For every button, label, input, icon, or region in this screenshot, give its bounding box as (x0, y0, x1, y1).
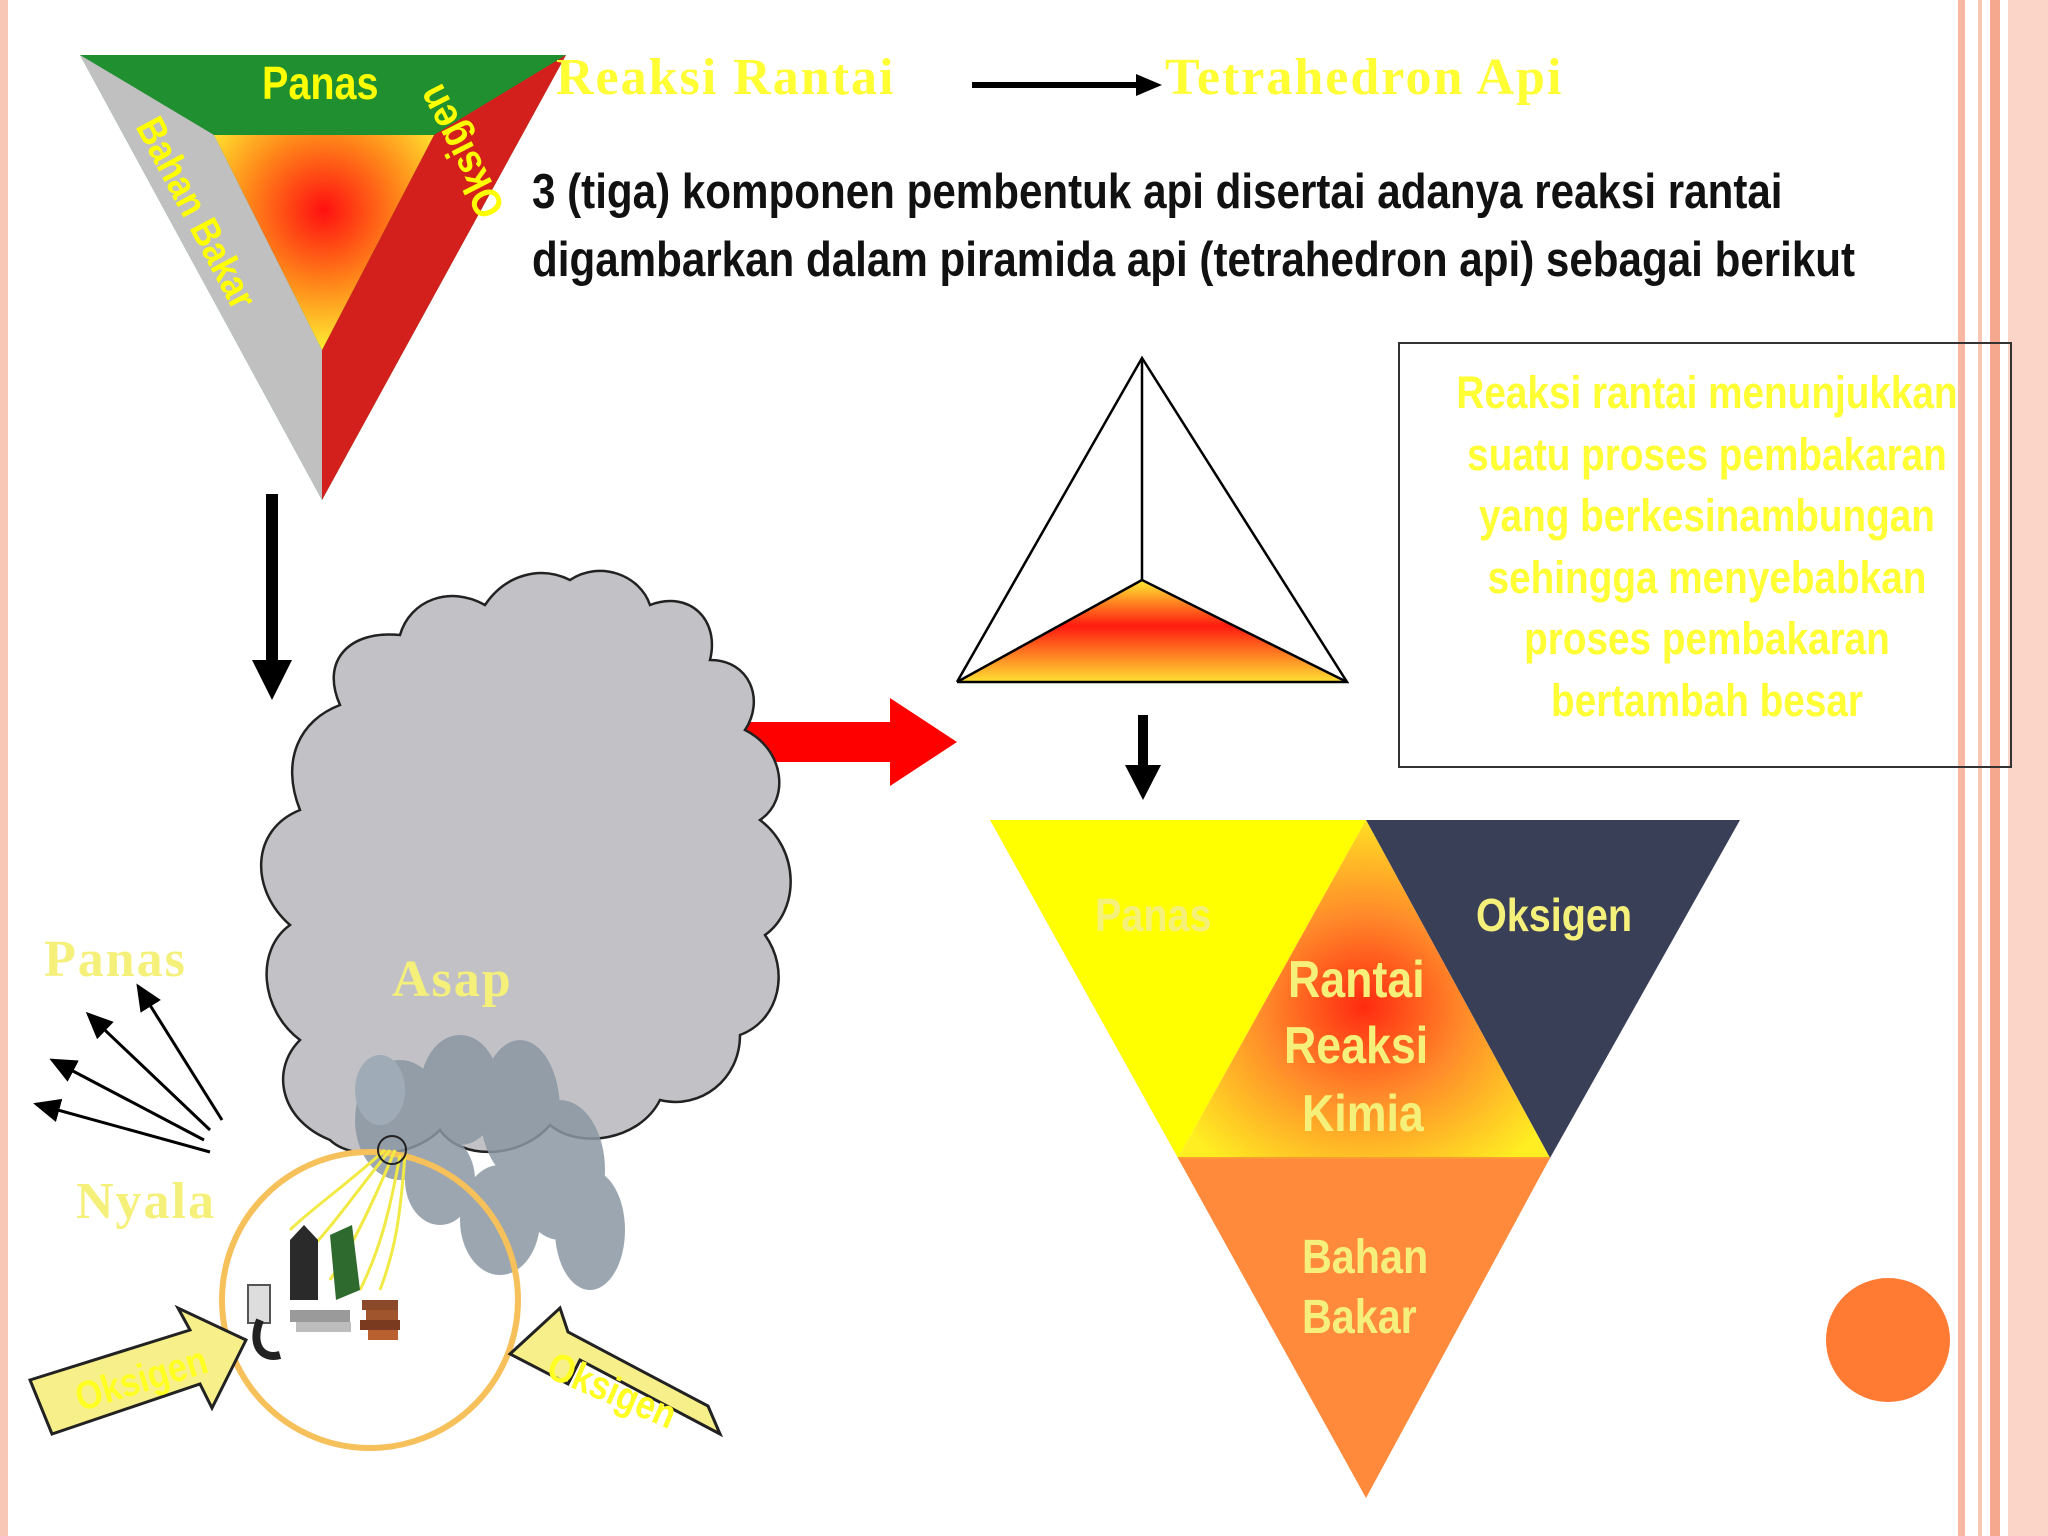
pyramid-label-reaksi: Reaksi (1284, 1017, 1429, 1075)
note-line: suatu proses pembakaran (1467, 428, 1947, 480)
note-line: Reaksi rantai menunjukkan (1456, 367, 1958, 418)
description-line-2: digambarkan dalam piramida api (tetrahed… (532, 233, 1856, 287)
pyramid-label-kimia: Kimia (1302, 1085, 1424, 1143)
scene-label-nyala: Nyala (76, 1173, 216, 1230)
note-box: Reaksi rantai menunjukkan suatu proses p… (1398, 342, 2012, 768)
right-arrow-icon (972, 74, 1162, 96)
heat-ray-arrow-icon (33, 983, 224, 1154)
pyramid-label-bakar: Bakar (1302, 1291, 1417, 1344)
note-line: bertambah besar (1551, 674, 1863, 726)
pyramid-label-panas: Panas (1095, 889, 1212, 941)
down-arrow-icon (252, 494, 292, 700)
pyramid-label-rantai: Rantai (1288, 951, 1425, 1009)
down-arrow-icon (1125, 715, 1161, 800)
note-line: yang berkesinambungan (1479, 490, 1935, 541)
header-reaksi-rantai: Reaksi Rantai (556, 49, 896, 106)
description: 3 (tiga) komponen pembentuk api disertai… (532, 158, 1855, 294)
note-line: sehingga menyebabkan (1487, 551, 1927, 603)
header-tetrahedron-api: Tetrahedron Api (1165, 49, 1564, 106)
oksigen-arrow-right (507, 1305, 724, 1438)
scene-label-panas: Panas (44, 931, 187, 988)
red-arrow-icon (698, 698, 957, 786)
pyramid-label-bahan: Bahan (1302, 1231, 1429, 1284)
triangle-label-panas: Panas (262, 57, 379, 109)
pyramid-label-oksigen: Oksigen (1476, 889, 1633, 941)
tetrahedron-icon (955, 355, 1350, 684)
fire-ring (219, 1149, 521, 1451)
fire-triangle-small (80, 55, 566, 500)
note-line: proses pembakaran (1524, 613, 1890, 664)
oksigen-arrow-left (27, 1304, 249, 1436)
note-text: Reaksi rantai menunjukkan suatu proses p… (1409, 362, 2006, 731)
dark-smoke-icon (355, 1035, 625, 1290)
scene-label-asap: Asap (392, 951, 513, 1008)
description-line-1: 3 (tiga) komponen pembentuk api disertai… (532, 165, 1783, 219)
smoke-icon (259, 569, 792, 1156)
decorative-circle-icon (1826, 1278, 1950, 1402)
burning-debris-icon (247, 1225, 400, 1360)
fire-pyramid (990, 820, 1740, 1498)
